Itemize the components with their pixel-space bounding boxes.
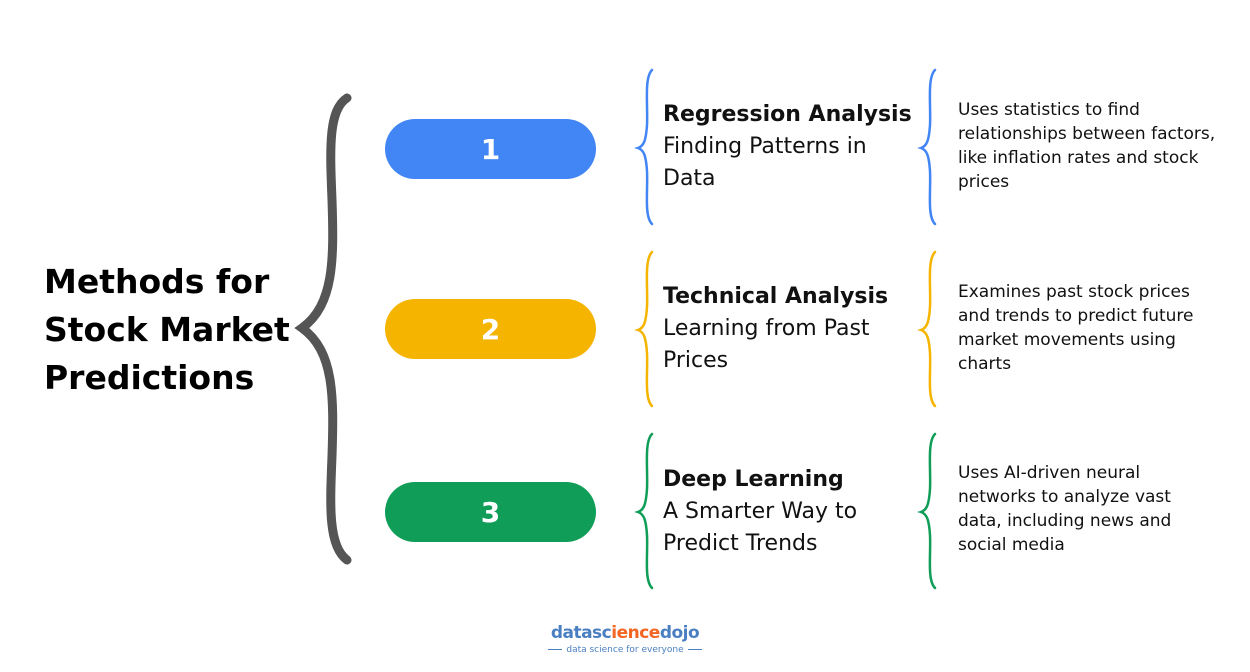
brace-row-3-left [634, 432, 654, 590]
method-name: Technical Analysis [663, 284, 889, 309]
method-subtitle: Learning from Past Prices [663, 316, 870, 373]
method-2: Technical Analysis Learning from Past Pr… [663, 281, 913, 377]
method-name: Regression Analysis [663, 102, 912, 127]
diagram-title: Methods for Stock Market Predictions [44, 262, 290, 397]
datasciencedojo-logo: datasciencedojo data science for everyon… [540, 622, 710, 656]
method-name: Deep Learning [663, 467, 844, 492]
method-number-pill-3: 3 [385, 482, 596, 542]
logo-wordmark: datasciencedojo [550, 623, 700, 643]
method-description-2: Examines past stock prices and trends to… [958, 282, 1194, 374]
brace-row-2-left [634, 250, 654, 408]
method-description-1: Uses statistics to find relationships be… [958, 100, 1216, 192]
method-subtitle: A Smarter Way to Predict Trends [663, 499, 858, 556]
brace-row-1-right [917, 68, 937, 226]
method-1: Regression Analysis Finding Patterns in … [663, 99, 913, 195]
brace-row-2-right [917, 250, 937, 408]
logo-tagline: data science for everyone [540, 644, 710, 656]
brace-row-1-left [634, 68, 654, 226]
method-number-pill-1: 1 [385, 119, 596, 179]
brace-row-3-right [917, 432, 937, 590]
method-number-pill-2: 2 [385, 299, 596, 359]
method-description-3: Uses AI-driven neural networks to analyz… [958, 463, 1172, 555]
main-brace [294, 93, 352, 565]
method-subtitle: Finding Patterns in Data [663, 134, 867, 191]
method-3: Deep Learning A Smarter Way to Predict T… [663, 464, 913, 560]
